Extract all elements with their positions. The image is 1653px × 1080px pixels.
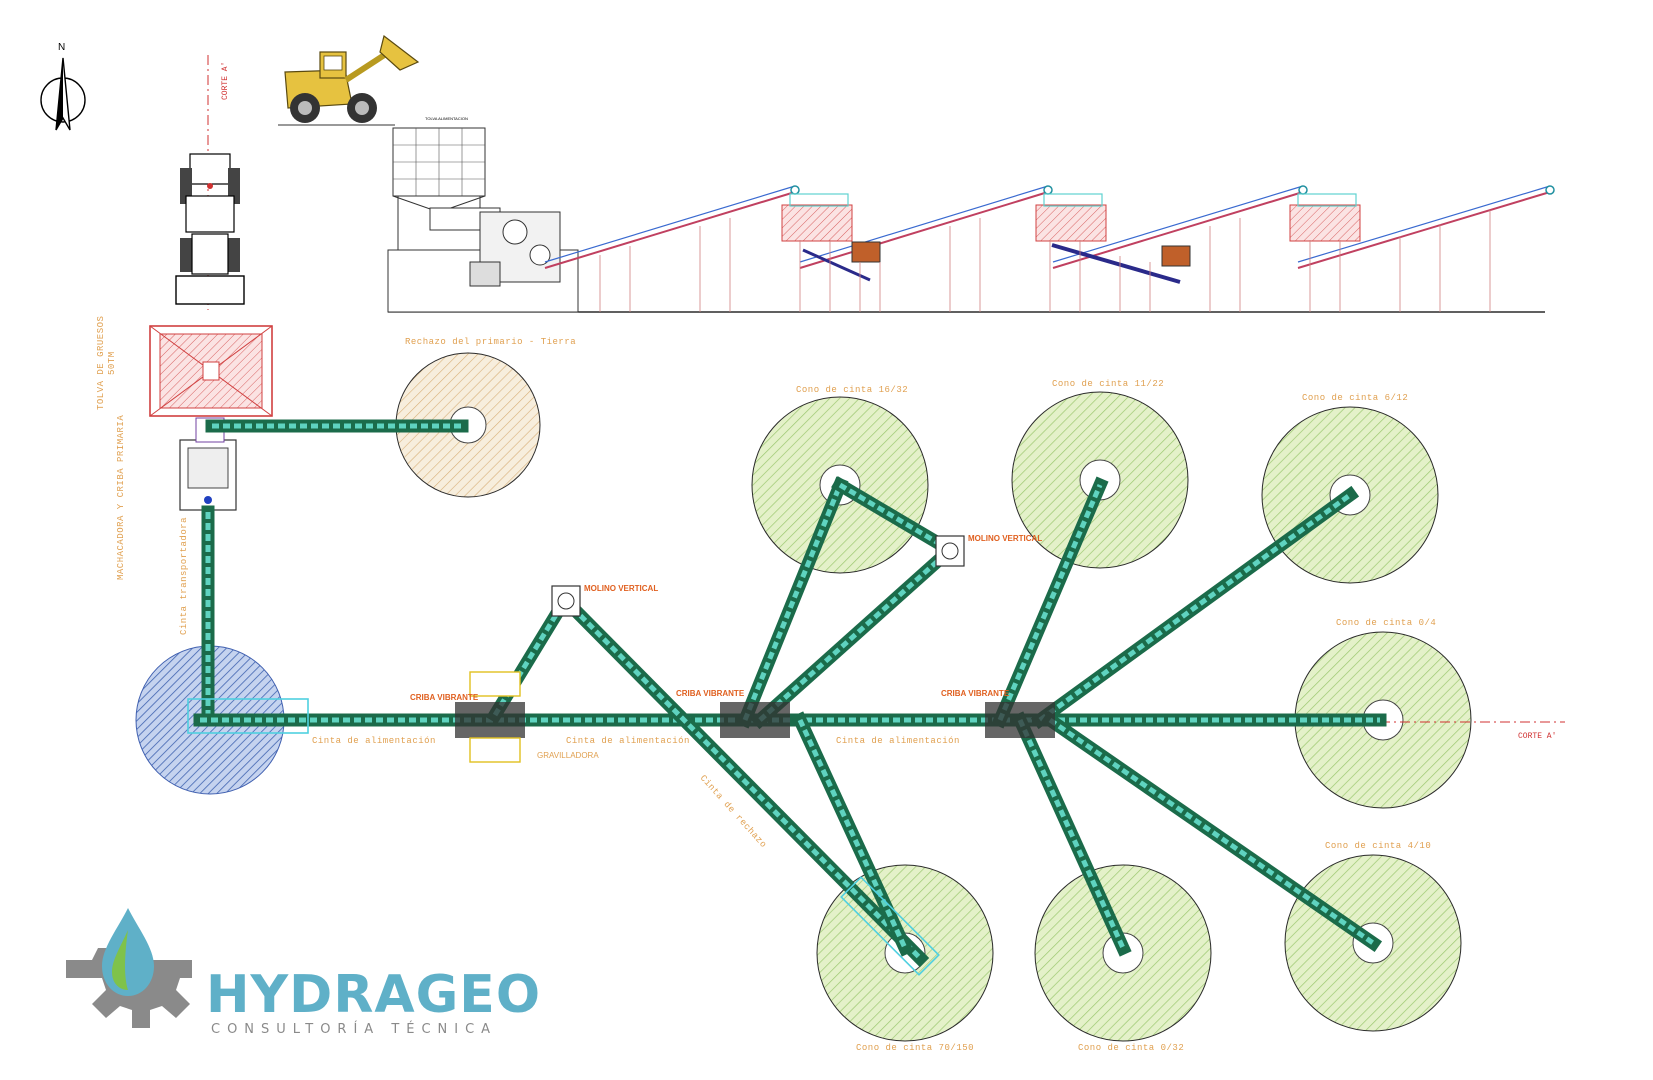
tolva-label: TOLVA ALIMENTACION: [425, 116, 468, 121]
label-belt-alim-1: Cinta de alimentación: [312, 736, 436, 746]
label-tolva-capacity: 50TM: [107, 351, 117, 375]
molino-2: [935, 535, 965, 567]
belt-rechazo: [555, 590, 930, 968]
label-tolva-gruesos: TOLVA DE GRUESOS: [96, 316, 106, 410]
label-6-12: Cono de cinta 6/12: [1302, 393, 1408, 403]
label-machacadora: MACHACADORA Y CRIBA PRIMARIA: [116, 415, 126, 580]
label-belt-alim-2: Cinta de alimentación: [566, 736, 690, 746]
label-criba-3: CRIBA VIBRANTE: [941, 689, 1010, 698]
label-gravilladora: GRAVILLADORA: [537, 751, 599, 760]
label-0-32: Cono de cinta 0/32: [1078, 1043, 1184, 1053]
wheel-loader-top-icon: [175, 153, 245, 305]
label-cinta-transportadora: Cinta transportadora: [179, 517, 189, 635]
criba-3: [985, 702, 1055, 738]
north-arrow-icon: N: [40, 42, 86, 131]
label-molino-2: MOLINO VERTICAL: [968, 534, 1042, 543]
equipment: [187, 535, 1055, 976]
logo-subtitle: CONSULTORÍA TÉCNICA: [211, 1021, 497, 1037]
label-criba-2: CRIBA VIBRANTE: [676, 689, 745, 698]
criba-1: [455, 702, 525, 738]
label-belt-rechazo: Cinta de rechazo: [698, 773, 769, 850]
label-16-32: Cono de cinta 16/32: [796, 385, 908, 395]
label-70-150: Cono de cinta 70/150: [856, 1043, 974, 1053]
label-belt-alim-3: Cinta de alimentación: [836, 736, 960, 746]
label-criba-1: CRIBA VIBRANTE: [410, 693, 479, 702]
belt-4-10: [1040, 710, 1383, 953]
label-molino-1: MOLINO VERTICAL: [584, 584, 658, 593]
hydrageo-logo: HYDRAGEO CONSULTORÍA TÉCNICA: [66, 908, 541, 1037]
corte-label-horizontal: CORTE A': [1518, 732, 1556, 741]
label-rechazo: Rechazo del primario - Tierra: [405, 337, 576, 347]
molino-1: [551, 585, 581, 617]
wheel-loader-icon: [278, 34, 420, 126]
elevation-view: TOLVA ALIMENTACION: [387, 116, 1555, 313]
corte-label-vertical: CORTE A': [221, 62, 230, 100]
conveyor-belts: [193, 419, 1387, 968]
north-label: N: [58, 42, 65, 53]
stockpiles: [135, 352, 1472, 1042]
tolva-gruesos-plan: [149, 325, 273, 417]
gear-drop-icon: [66, 908, 192, 1028]
logo-title: HYDRAGEO: [206, 965, 541, 1025]
label-0-4: Cono de cinta 0/4: [1336, 618, 1436, 628]
label-11-22: Cono de cinta 11/22: [1052, 379, 1164, 389]
criba-2: [720, 702, 790, 738]
label-4-10: Cono de cinta 4/10: [1325, 841, 1431, 851]
